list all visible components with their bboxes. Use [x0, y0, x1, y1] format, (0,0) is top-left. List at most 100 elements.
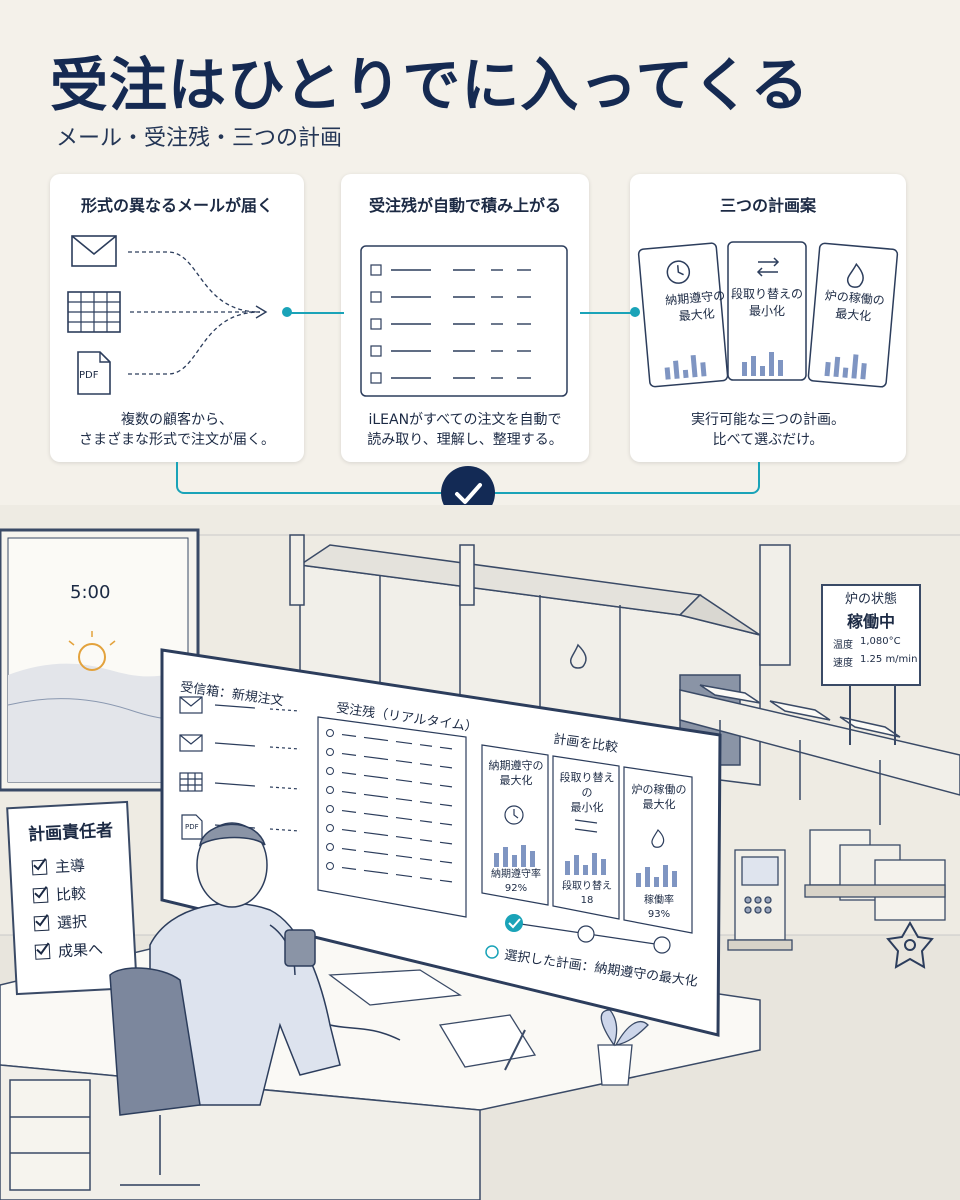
card-description: iLEANがすべての注文を自動で 読み取り、理解し、整理する。 — [367, 412, 563, 448]
plan-name: 段取り替えの 最小化 — [730, 287, 803, 318]
checkbox-icon — [370, 264, 382, 276]
checkbox-icon — [370, 318, 382, 330]
backlog-list-illustration — [360, 245, 568, 397]
planner-person — [109, 822, 401, 1186]
card-title: 受注残が自動で積み上がる — [368, 196, 561, 215]
connector-line — [288, 312, 344, 314]
backlog-row-line — [439, 803, 453, 807]
backlog-row-line — [341, 847, 357, 851]
backlog-row-line — [439, 746, 453, 750]
backlog-row-line — [363, 793, 389, 799]
backlog-row-line — [363, 812, 389, 818]
clipboard-title: 計画責任者 — [27, 820, 114, 846]
plan-cards-illustration — [637, 241, 899, 388]
backlog-row-line — [419, 763, 433, 766]
pdf-label: PDF — [79, 370, 99, 381]
backlog-row-line — [395, 873, 413, 878]
monitor-pdf-label: PDF — [185, 823, 199, 831]
clipboard-item-label: 比較 — [55, 884, 87, 905]
furnace-temp-value: 1,080°C — [860, 636, 901, 647]
backlog-row-line — [439, 784, 453, 788]
connector-dot — [282, 307, 292, 317]
office-chair — [109, 967, 201, 1116]
backlog-row-line — [419, 839, 433, 842]
backlog-row-line — [419, 858, 433, 861]
furnace-sign-status: 稼働中 — [846, 612, 895, 631]
backlog-row-line — [341, 866, 357, 870]
window-time: 5:00 — [70, 582, 111, 603]
connector-dot — [630, 307, 640, 317]
notebook — [438, 1014, 537, 1068]
card-title: 三つの計画案 — [719, 196, 816, 215]
page-title: 受注はひとりでに入ってくる — [50, 51, 810, 119]
backlog-row-line — [395, 797, 413, 802]
furnace-speed-label: 速度 — [833, 658, 853, 669]
backlog-row-line — [395, 816, 413, 821]
page-subtitle: メール・受注残・三つの計画 — [56, 126, 343, 151]
backlog-row-line — [419, 820, 433, 823]
backlog-row-bullet — [326, 843, 334, 851]
backlog-row-line — [363, 850, 389, 856]
backlog-row-bullet — [326, 862, 334, 870]
clipboard-checklist-item: 成果へ — [34, 938, 103, 963]
card-description: 複数の顧客から、 さまざまな形式で注文が届く。 — [79, 412, 275, 448]
clipboard-item-label: 主導 — [54, 856, 86, 877]
backlog-row-line — [395, 740, 413, 745]
backlog-row-line — [439, 860, 453, 864]
email-flow-illustration — [67, 235, 268, 395]
backlog-row-line — [341, 809, 357, 813]
backlog-row-line — [341, 828, 357, 832]
backlog-row-line — [439, 879, 453, 883]
backlog-row-line — [341, 771, 357, 775]
backlog-row-line — [341, 790, 357, 794]
backlog-row-bullet — [326, 767, 334, 775]
pallet-boxes — [804, 829, 946, 921]
backlog-row-line — [363, 774, 389, 780]
backlog-row-bullet — [326, 729, 334, 737]
connector-line — [580, 312, 636, 314]
backlog-row-bullet — [326, 748, 334, 756]
checkbox-checked-icon — [31, 858, 48, 876]
backlog-row-bullet — [326, 824, 334, 832]
furnace-sign-title: 炉の状態 — [844, 592, 897, 607]
backlog-row-line — [419, 782, 433, 785]
control-kiosk — [727, 849, 793, 951]
backlog-row-bullet — [326, 805, 334, 813]
swap-arrows-icon — [756, 257, 780, 277]
monitor-plan-metric: 稼働率 93% — [644, 895, 674, 920]
flame-icon — [846, 262, 864, 288]
backlog-row-line — [395, 835, 413, 840]
backlog-row-line — [363, 869, 389, 875]
arrow-head-icon — [255, 305, 268, 319]
mug-icon — [284, 929, 316, 967]
clipboard-item-label: 選択 — [56, 912, 88, 933]
mail-icon — [71, 235, 117, 267]
plan-card-changeover — [727, 241, 807, 381]
spreadsheet-icon — [67, 291, 121, 333]
monitor-plan-name: 炉の稼働の 最大化 — [631, 783, 687, 811]
selected-step-icon — [505, 914, 523, 932]
checkbox-icon — [370, 345, 382, 357]
card-backlog: 受注残が自動で積み上がる iLEANがすべての注文を自動で 読み取り、理解し、整… — [341, 174, 589, 462]
clipboard — [6, 800, 138, 996]
backlog-row-line — [439, 822, 453, 826]
monitor-plan-metric: 段取り替え 18 — [562, 881, 612, 906]
checkbox-checked-icon — [34, 942, 51, 960]
plan-card-furnace — [807, 242, 899, 388]
checkbox-checked-icon — [32, 886, 49, 904]
pen — [504, 1029, 526, 1071]
brand-logo — [886, 920, 934, 969]
backlog-row-line — [439, 841, 453, 845]
clipboard-checklist-item: 比較 — [32, 883, 86, 907]
card-three-plans: 三つの計画案 納期遵守の 最大化 段取り替えの 最小化 炉の稼働の 最大化 実行… — [630, 174, 906, 462]
card-description: 実行可能な三つの計画。 比べて選ぶだけ。 — [691, 412, 845, 448]
monitor-plan-name: 段取り替えの 最小化 — [559, 771, 615, 814]
plan-card-delivery — [637, 242, 729, 388]
factory-scene-illustration — [0, 505, 960, 1200]
backlog-row-line — [419, 877, 433, 880]
backlog-row-line — [419, 801, 433, 804]
checkbox-checked-icon — [33, 914, 50, 932]
plan-name: 炉の稼働の 最大化 — [824, 288, 886, 324]
furnace-status-sign — [821, 584, 921, 745]
conveyor — [679, 684, 960, 825]
